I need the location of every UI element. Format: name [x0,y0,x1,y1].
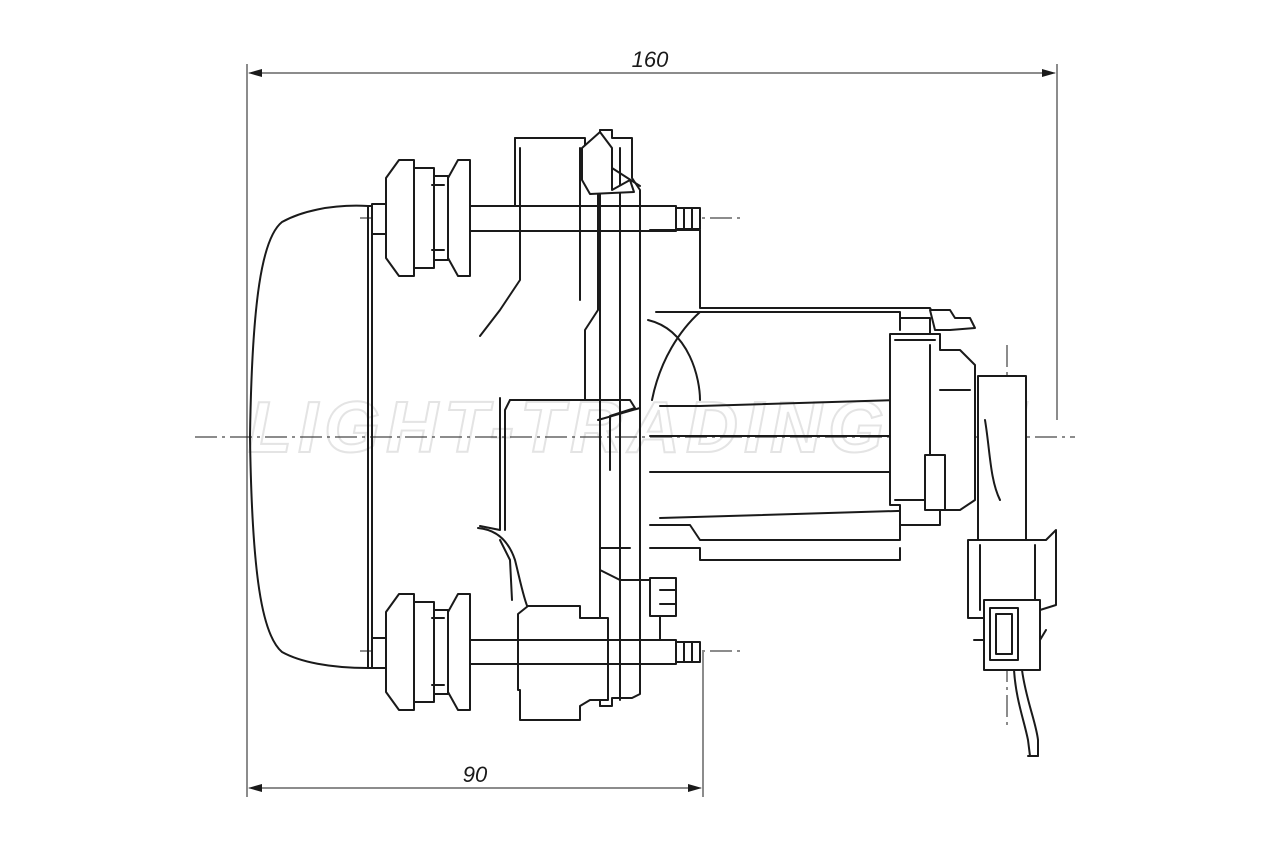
dimension-overall: 160 [246,47,1058,797]
lower-adjuster [371,593,701,711]
dimension-label-overall: 160 [632,47,669,72]
dimension-mount: 90 [248,652,704,797]
dimension-label-mount: 90 [463,762,488,787]
rear-housing [647,229,976,561]
reflector-frame [477,129,677,721]
connector-assembly [967,375,1057,757]
upper-adjuster [371,159,701,277]
